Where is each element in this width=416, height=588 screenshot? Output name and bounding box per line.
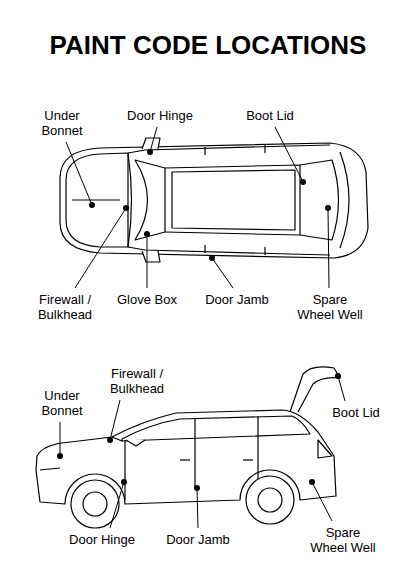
location-label: Spare Wheel Well (308, 525, 378, 555)
location-label: Spare Wheel Well (295, 292, 365, 322)
side-view-car (36, 367, 340, 528)
location-label: Door Jamb (153, 532, 243, 547)
location-label: Firewall / Bulkhead (105, 366, 169, 396)
location-label: Under Bonnet (36, 108, 88, 138)
location-label: Boot Lid (321, 405, 391, 420)
location-label: Boot Lid (230, 108, 310, 123)
diagram-title: PAINT CODE LOCATIONS (0, 30, 416, 61)
location-label: Under Bonnet (36, 388, 88, 418)
location-label: Door Hinge (115, 108, 205, 123)
location-label: Glove Box (102, 292, 192, 307)
top-view-car (60, 138, 368, 262)
leader-lines (60, 127, 345, 528)
location-label: Firewall / Bulkhead (33, 292, 97, 322)
location-label: Door Jamb (192, 292, 282, 307)
location-label: Door Hinge (57, 532, 147, 547)
